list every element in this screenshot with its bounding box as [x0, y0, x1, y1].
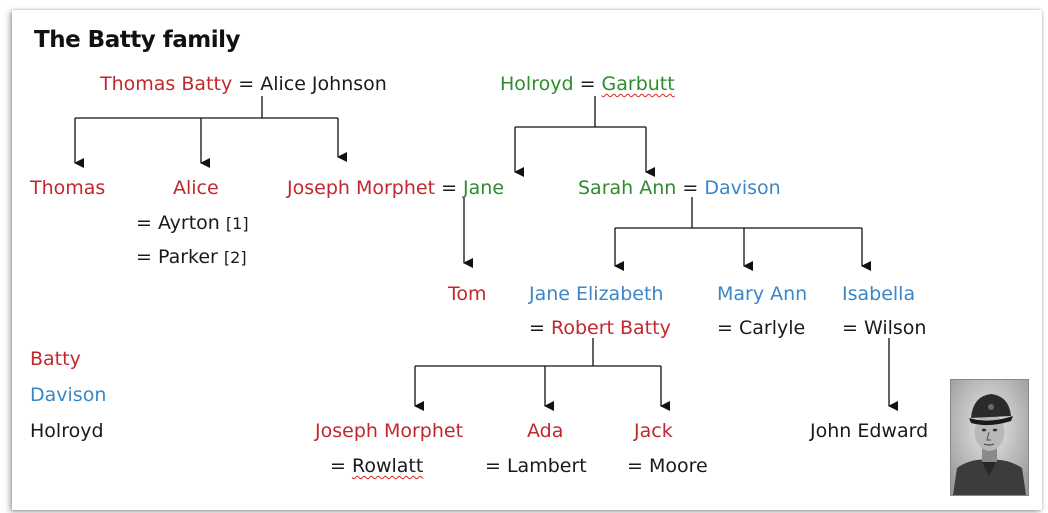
spouse-parker: = Parker [2]	[136, 246, 247, 269]
spouse-carlyle: = Carlyle	[717, 317, 805, 339]
spouse-rowlatt: = Rowlatt	[330, 455, 423, 477]
person-isabella: Isabella	[842, 283, 916, 305]
marriage-sign: =	[682, 177, 699, 199]
spouse-robert-batty: = Robert Batty	[529, 317, 671, 339]
person-thomas-batty: Thomas Batty	[100, 73, 233, 95]
person-davison: Davison	[704, 177, 781, 199]
person-tom: Tom	[448, 283, 487, 305]
marriage-sign: =	[441, 177, 457, 199]
marriage-sign: =	[529, 317, 545, 339]
spouse-moore-name: Moore	[648, 455, 708, 477]
person-joseph-morphet: Joseph Morphet	[287, 177, 436, 199]
marriage-sign: =	[485, 455, 501, 477]
spouse-wilson: = Wilson	[842, 317, 926, 339]
spouse-lambert: = Lambert	[485, 455, 587, 477]
person-joseph-morphet-junior: Joseph Morphet	[315, 420, 464, 442]
marriage-sign: =	[717, 317, 733, 339]
slide-canvas	[12, 10, 1042, 510]
person-jane: Jane	[463, 177, 505, 199]
spouse-lambert-name: Lambert	[506, 455, 587, 477]
diagram-title: The Batty family	[34, 27, 240, 53]
couple-thomas-batty-alice-johnson: Thomas Batty = Alice Johnson	[100, 73, 387, 95]
spouse-ayrton-name: Ayrton	[157, 212, 220, 234]
couple-holroyd-garbutt: Holroyd = Garbutt	[500, 73, 675, 95]
person-alice: Alice	[173, 177, 219, 199]
soldier-portrait-photo	[950, 379, 1029, 496]
person-alice-johnson: Alice Johnson	[260, 73, 387, 95]
person-sarah-ann: Sarah Ann	[578, 177, 677, 199]
marriage-sign: =	[579, 73, 596, 95]
marriage-sign: =	[330, 455, 346, 477]
spouse-rowlatt-name: Rowlatt	[351, 455, 424, 477]
couple-joseph-morphet-jane: Joseph Morphet = Jane	[287, 177, 504, 199]
person-thomas: Thomas	[30, 177, 106, 199]
spouse-carlyle-name: Carlyle	[738, 317, 806, 339]
reference-1: [1]	[225, 214, 249, 233]
marriage-sign: =	[136, 246, 152, 268]
spouse-wilson-name: Wilson	[863, 317, 927, 339]
marriage-sign: =	[842, 317, 858, 339]
person-robert-batty: Robert Batty	[550, 317, 671, 339]
marriage-sign: =	[627, 455, 643, 477]
person-jack: Jack	[634, 420, 673, 442]
marriage-sign: =	[238, 73, 255, 95]
legend-holroyd: Holroyd	[30, 420, 104, 442]
person-jane-elizabeth: Jane Elizabeth	[529, 283, 664, 305]
reference-2: [2]	[223, 248, 247, 267]
spouse-ayrton: = Ayrton [1]	[136, 212, 249, 235]
person-mary-ann: Mary Ann	[717, 283, 808, 305]
legend-batty: Batty	[30, 348, 81, 370]
legend-davison: Davison	[30, 384, 107, 406]
person-john-edward: John Edward	[810, 420, 929, 442]
couple-sarah-ann-davison: Sarah Ann = Davison	[578, 177, 781, 199]
person-holroyd: Holroyd	[500, 73, 574, 95]
person-ada: Ada	[527, 420, 564, 442]
spouse-moore: = Moore	[627, 455, 708, 477]
person-garbutt: Garbutt	[601, 73, 675, 95]
marriage-sign: =	[136, 212, 152, 234]
spouse-parker-name: Parker	[157, 246, 218, 268]
